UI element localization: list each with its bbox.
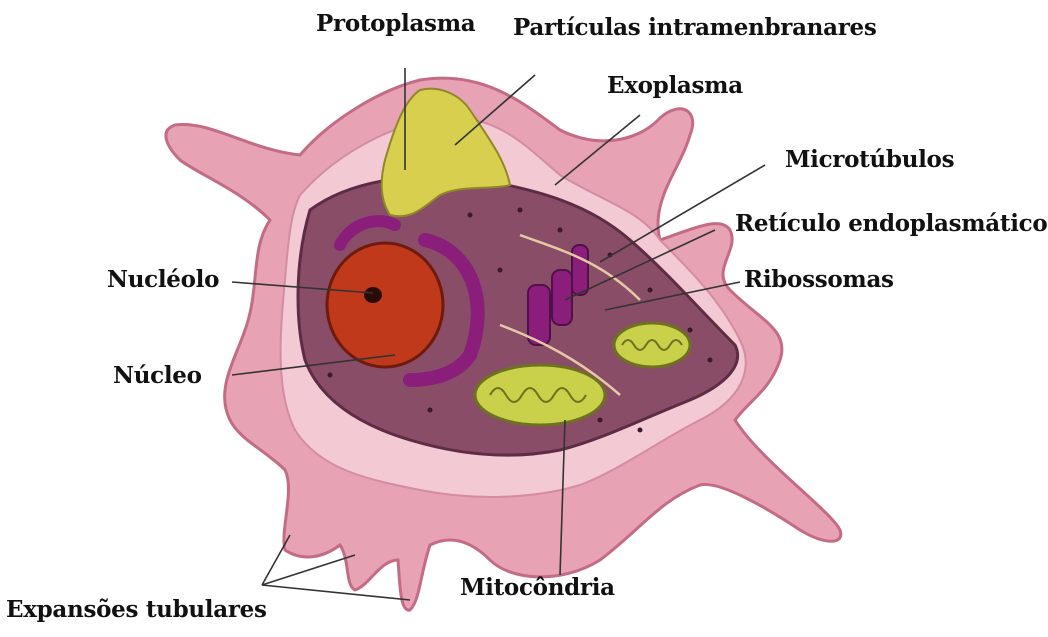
label-ribossomas: Ribossomas (744, 266, 894, 293)
label-exoplasma: Exoplasma (607, 72, 743, 99)
nucleolus (364, 287, 382, 303)
label-nucleo: Núcleo (113, 362, 202, 389)
label-protoplasma: Protoplasma (316, 10, 475, 37)
label-expansoes-tubulares: Expansões tubulares (6, 596, 267, 623)
label-microtubulos: Microtúbulos (785, 146, 954, 173)
nucleus (327, 243, 443, 367)
endoplasmic-cylinder (572, 245, 588, 295)
mitochondrion-small (614, 323, 690, 367)
label-particulas-intramembranares: Partículas intramenbranares (513, 14, 877, 41)
endoplasmic-cylinder (528, 285, 550, 345)
label-mitocondria: Mitocôndria (460, 574, 615, 601)
label-nucleolo: Nucléolo (107, 266, 219, 293)
label-reticulo-endoplasmatico: Retículo endoplasmático (735, 210, 1047, 237)
